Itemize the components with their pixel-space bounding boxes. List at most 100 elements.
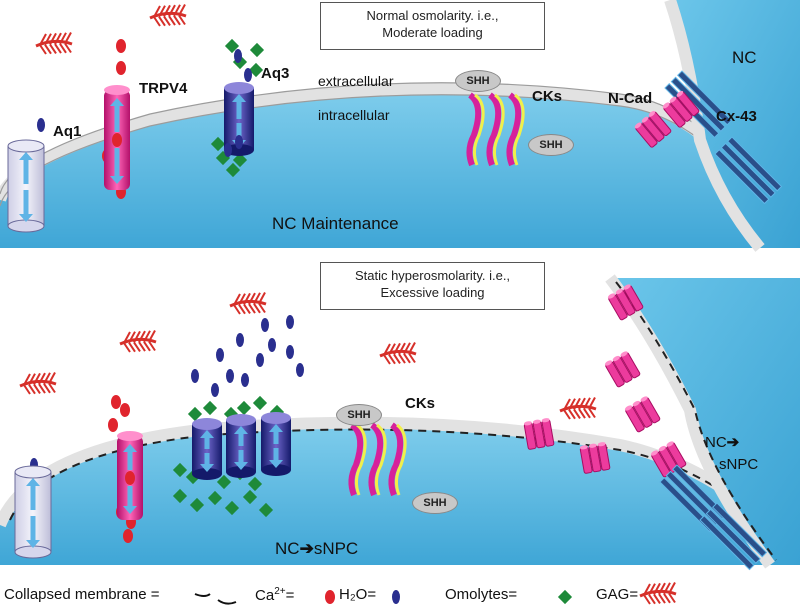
gag-branch	[573, 397, 581, 410]
calcium-ion-icon	[120, 403, 130, 417]
gag-branch	[238, 293, 246, 306]
arrow-head-icon	[26, 478, 40, 486]
connexin-top	[579, 445, 588, 450]
gag-branch	[158, 16, 166, 27]
gag-backbone	[149, 11, 187, 20]
calcium-ion-in-channel	[125, 471, 135, 485]
omolyte-icon	[216, 474, 232, 490]
gag-branch	[39, 33, 47, 46]
cx43-label: Cx-43	[716, 108, 757, 125]
bottom-cks-label: CKs	[405, 395, 436, 412]
arrow-head-icon	[234, 462, 248, 470]
cadherin-strand	[720, 142, 776, 198]
arrow-head-icon	[110, 176, 124, 184]
gag-branch	[403, 353, 411, 364]
omolyte-icon	[172, 462, 188, 478]
gag-branch	[143, 330, 151, 343]
connexin-top	[669, 96, 677, 103]
connexin-43	[604, 351, 641, 388]
legend-calcium-base: Ca	[255, 587, 275, 604]
connexin-43	[624, 396, 661, 433]
channel-bottom	[192, 468, 222, 480]
gag-branch	[668, 582, 676, 594]
channel-top	[226, 414, 256, 426]
cytokine-receptor	[486, 92, 505, 167]
arrow-head-icon	[123, 444, 137, 452]
cytokine-strand-yellow	[354, 423, 367, 496]
gag-branch	[658, 582, 666, 595]
gag-branch	[173, 4, 181, 17]
connexin-top	[615, 288, 623, 295]
gag-branch	[233, 293, 241, 306]
top-condition-line2: Moderate loading	[382, 25, 483, 40]
cadherin-strand	[712, 502, 768, 558]
n-cadherin	[699, 502, 768, 571]
gag-branch	[173, 15, 181, 26]
cytokine-receptor	[466, 92, 485, 167]
gag-branch	[43, 372, 51, 385]
connexin-top	[632, 400, 640, 407]
extracellular-label: extracellular	[318, 73, 394, 89]
gag-branch	[408, 342, 416, 354]
gag-branch	[143, 341, 151, 352]
gag-branch	[563, 409, 571, 420]
cytokine-strand-yellow	[472, 93, 485, 166]
channel-top	[14, 465, 52, 479]
gag-branch	[64, 42, 72, 54]
channel-top	[261, 412, 291, 424]
cytokine-strand-magenta	[486, 92, 502, 167]
legend-water-label: H₂O=	[339, 586, 377, 603]
gag-branch	[643, 594, 651, 605]
connexin-top	[650, 450, 659, 456]
connexin-top	[641, 116, 649, 123]
omolyte-icon	[187, 406, 203, 422]
gag-branch	[38, 383, 46, 394]
aq3-label: Aq3	[261, 65, 290, 82]
cadherin-strand	[714, 149, 770, 205]
calcium-ion-icon	[123, 529, 133, 543]
gag-branch	[23, 384, 31, 395]
legend-collapsed-label: Collapsed membrane =	[4, 586, 160, 603]
gag-branch	[258, 292, 266, 304]
cytokine-strand-magenta	[466, 92, 482, 167]
cytokine-strand-magenta	[388, 422, 404, 497]
omolyte-icon	[258, 502, 274, 518]
water-molecule-icon	[244, 68, 252, 82]
gag-branch	[403, 342, 411, 355]
gag-branch	[653, 582, 661, 595]
gag-icon	[379, 342, 417, 365]
gag-branch	[253, 292, 261, 305]
cytokine-strand-yellow	[512, 93, 525, 166]
gag-branch	[33, 383, 41, 394]
gag-branch	[388, 354, 396, 365]
omolyte-icon	[247, 476, 263, 492]
channel-top	[7, 139, 45, 153]
calcium-legend-icon	[325, 590, 335, 604]
omolyte-icon	[225, 162, 241, 178]
gag-branch	[59, 43, 67, 54]
aq1-label: Aq1	[53, 123, 82, 140]
legend-gag-label: GAG=	[596, 586, 639, 603]
gag-branch	[253, 303, 261, 314]
gag-branch	[54, 32, 62, 45]
cytokine-strand-magenta	[506, 92, 522, 167]
arrow-head-icon	[234, 426, 248, 434]
gag-backbone	[119, 337, 157, 346]
arrow-icon: ➔	[299, 539, 314, 558]
water-molecule-icon	[268, 338, 276, 352]
gag-icon	[149, 4, 187, 27]
gag-icon	[229, 292, 267, 315]
legend-omolytes-label: Omolytes=	[445, 586, 518, 603]
gag-branch	[563, 398, 571, 411]
connexin-top	[604, 360, 613, 366]
gag-branch	[48, 382, 56, 394]
gag-branch	[163, 4, 171, 17]
connexin-43	[650, 441, 687, 478]
gag-branch	[133, 330, 141, 343]
gag-branch	[658, 593, 666, 604]
arrow-head-icon	[269, 424, 283, 432]
collapsed-membrane-line	[9, 428, 771, 529]
connexin-top	[640, 396, 648, 402]
